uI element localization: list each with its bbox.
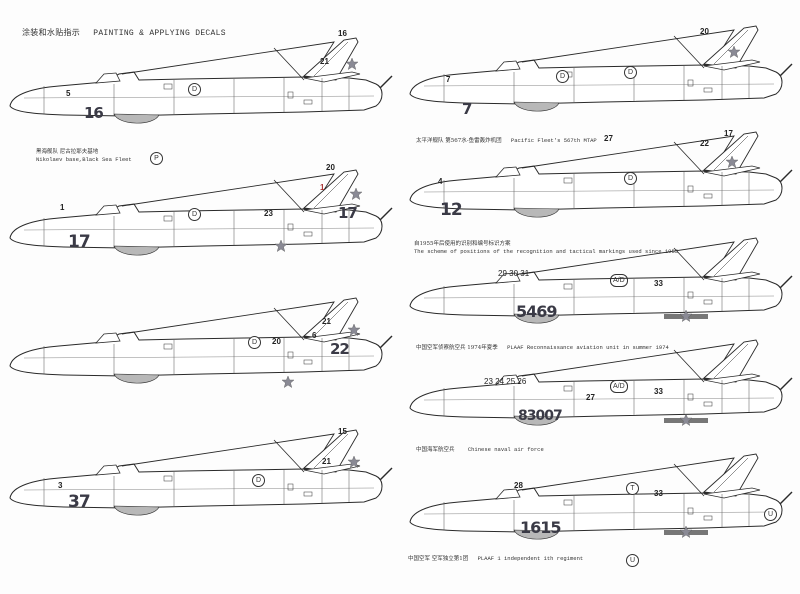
callout: 33 xyxy=(654,387,663,396)
circle-label: D xyxy=(556,70,569,83)
caption-r5: 中国空军 空军独立第1团 PLAAF 1 independent 1th reg… xyxy=(408,555,583,563)
caption-en: The scheme of positions of the recogniti… xyxy=(414,248,679,255)
caption-cn: 中国海军航空兵 xyxy=(416,447,455,453)
callout: 15 xyxy=(338,427,347,436)
aircraft-profile-r5: 1615 28 33 T U U xyxy=(404,452,796,572)
tactical-number: 12 xyxy=(440,200,463,220)
circle-label: D xyxy=(252,474,265,487)
aircraft-profile-r1: 7 20 7 27 D D xyxy=(404,24,796,144)
caption-r1: 太平洋舰队 第567水-鱼雷轰炸机团 Pacific Fleet's 567th… xyxy=(416,137,597,145)
aircraft-drawing xyxy=(9,429,393,516)
caption-cn: 黑海舰队 尼古拉耶夫基地 xyxy=(36,149,99,155)
callout: 20 xyxy=(326,163,335,172)
caption-cn: 自1955年后使用的识别和编号标识方案 xyxy=(414,241,511,247)
star-insignia xyxy=(679,413,693,426)
callout: 17 xyxy=(724,129,733,138)
callout: 23 24 25 26 xyxy=(484,377,527,386)
aircraft-profile-r2: 12 17 22 4 D xyxy=(404,130,796,250)
title-chinese: 涂装和水贴指示 xyxy=(22,28,81,37)
circle-label: A/D xyxy=(610,380,628,393)
circle-label: P xyxy=(150,152,163,165)
aircraft-drawing xyxy=(9,37,393,124)
callout: 27 xyxy=(586,393,595,402)
aircraft-profile-l2: 17 17 1 20 1 23 D xyxy=(4,164,396,288)
callout: 6 xyxy=(312,331,317,340)
aircraft-drawing xyxy=(409,339,793,426)
tactical-number: 1615 xyxy=(520,518,562,537)
caption-en: Pacific Fleet's 567th MTAP xyxy=(510,137,597,144)
caption-cn: 中国空军侦察航空兵 1974年夏季 xyxy=(416,345,498,351)
aircraft-profile-l1: 16 5 16 21 D P xyxy=(4,30,396,165)
caption-en: PLAAF 1 independent 1th regiment xyxy=(477,555,584,562)
aircraft-profile-r4: 83007 23 24 25 26 27 33 A/D xyxy=(404,338,796,458)
tail-number: 17 xyxy=(338,204,358,222)
callout: 1 xyxy=(60,203,65,212)
caption-r3: 中国空军侦察航空兵 1974年夏季 PLAAF Reconnaissance a… xyxy=(416,344,669,352)
circle-label: D xyxy=(248,336,261,349)
circle-label: T xyxy=(626,482,639,495)
callout: 16 xyxy=(338,29,347,38)
tactical-number: 5469 xyxy=(516,302,558,321)
aircraft-drawing xyxy=(409,237,793,324)
callout: 20 xyxy=(700,27,709,36)
circle-label-text: A/D xyxy=(610,380,628,393)
callout: 27 xyxy=(604,134,613,143)
caption-en: Chinese naval air force xyxy=(467,446,544,453)
tactical-number: 83007 xyxy=(518,408,563,424)
callout: 20 xyxy=(272,337,281,346)
callout: 33 xyxy=(654,489,663,498)
caption-cn: 中国空军 空军独立第1团 xyxy=(408,556,469,562)
tactical-number: 7 xyxy=(462,100,472,118)
callout: 1 xyxy=(320,183,325,192)
star-insignia xyxy=(281,375,295,388)
tactical-number: 17 xyxy=(68,232,91,252)
circle-label: U xyxy=(764,508,777,521)
aircraft-drawing xyxy=(409,25,793,112)
callout: 28 xyxy=(514,481,523,490)
circle-label: U xyxy=(626,554,639,567)
callout: 21 xyxy=(322,317,331,326)
callout: 7 xyxy=(446,75,451,84)
caption-en: PLAAF Reconnaissance aviation unit in su… xyxy=(507,344,669,351)
circle-label: D xyxy=(624,172,637,185)
tactical-number: 37 xyxy=(68,492,91,512)
callout: 33 xyxy=(654,279,663,288)
aircraft-drawing xyxy=(409,131,793,218)
aircraft-profile-r3: 5469 29 30 31 33 A/D xyxy=(404,236,796,356)
callout: 21 xyxy=(320,57,329,66)
star-insignia xyxy=(349,187,363,200)
callout: 4 xyxy=(438,177,443,186)
aircraft-profile-l4: 37 15 21 3 D xyxy=(4,428,396,548)
callout: 5 xyxy=(66,89,71,98)
callout: 3 xyxy=(58,481,63,490)
circle-label: D xyxy=(188,208,201,221)
sheet-title: 涂装和水贴指示 PAINTING & APPLYING DECALS xyxy=(22,27,226,38)
tactical-number: 16 xyxy=(84,104,104,122)
circle-label-text: A/D xyxy=(610,274,628,287)
callout: 21 xyxy=(322,457,331,466)
callout: 23 xyxy=(264,209,273,218)
caption-l1: 黑海舰队 尼古拉耶夫基地 Nikolaev base,Black Sea Fle… xyxy=(36,148,132,164)
caption-cn: 太平洋舰队 第567水-鱼雷轰炸机团 xyxy=(416,138,502,144)
callout: 29 30 31 xyxy=(498,269,530,278)
aircraft-profile-l3: 22 21 6 20 D xyxy=(4,296,396,416)
aircraft-drawing xyxy=(409,453,793,540)
title-english: PAINTING & APPLYING DECALS xyxy=(93,29,226,38)
caption-r4: 中国海军航空兵 Chinese naval air force xyxy=(416,446,544,454)
aircraft-drawing xyxy=(9,169,393,256)
callout: 22 xyxy=(700,139,709,148)
circle-label: A/D xyxy=(610,274,628,287)
caption-r2: 自1955年后使用的识别和编号标识方案 The scheme of positi… xyxy=(414,240,678,256)
circle-label: D xyxy=(624,66,637,79)
circle-label: D xyxy=(188,83,201,96)
caption-en: Nikolaev base,Black Sea Fleet xyxy=(36,156,132,163)
tail-number: 22 xyxy=(330,340,350,358)
